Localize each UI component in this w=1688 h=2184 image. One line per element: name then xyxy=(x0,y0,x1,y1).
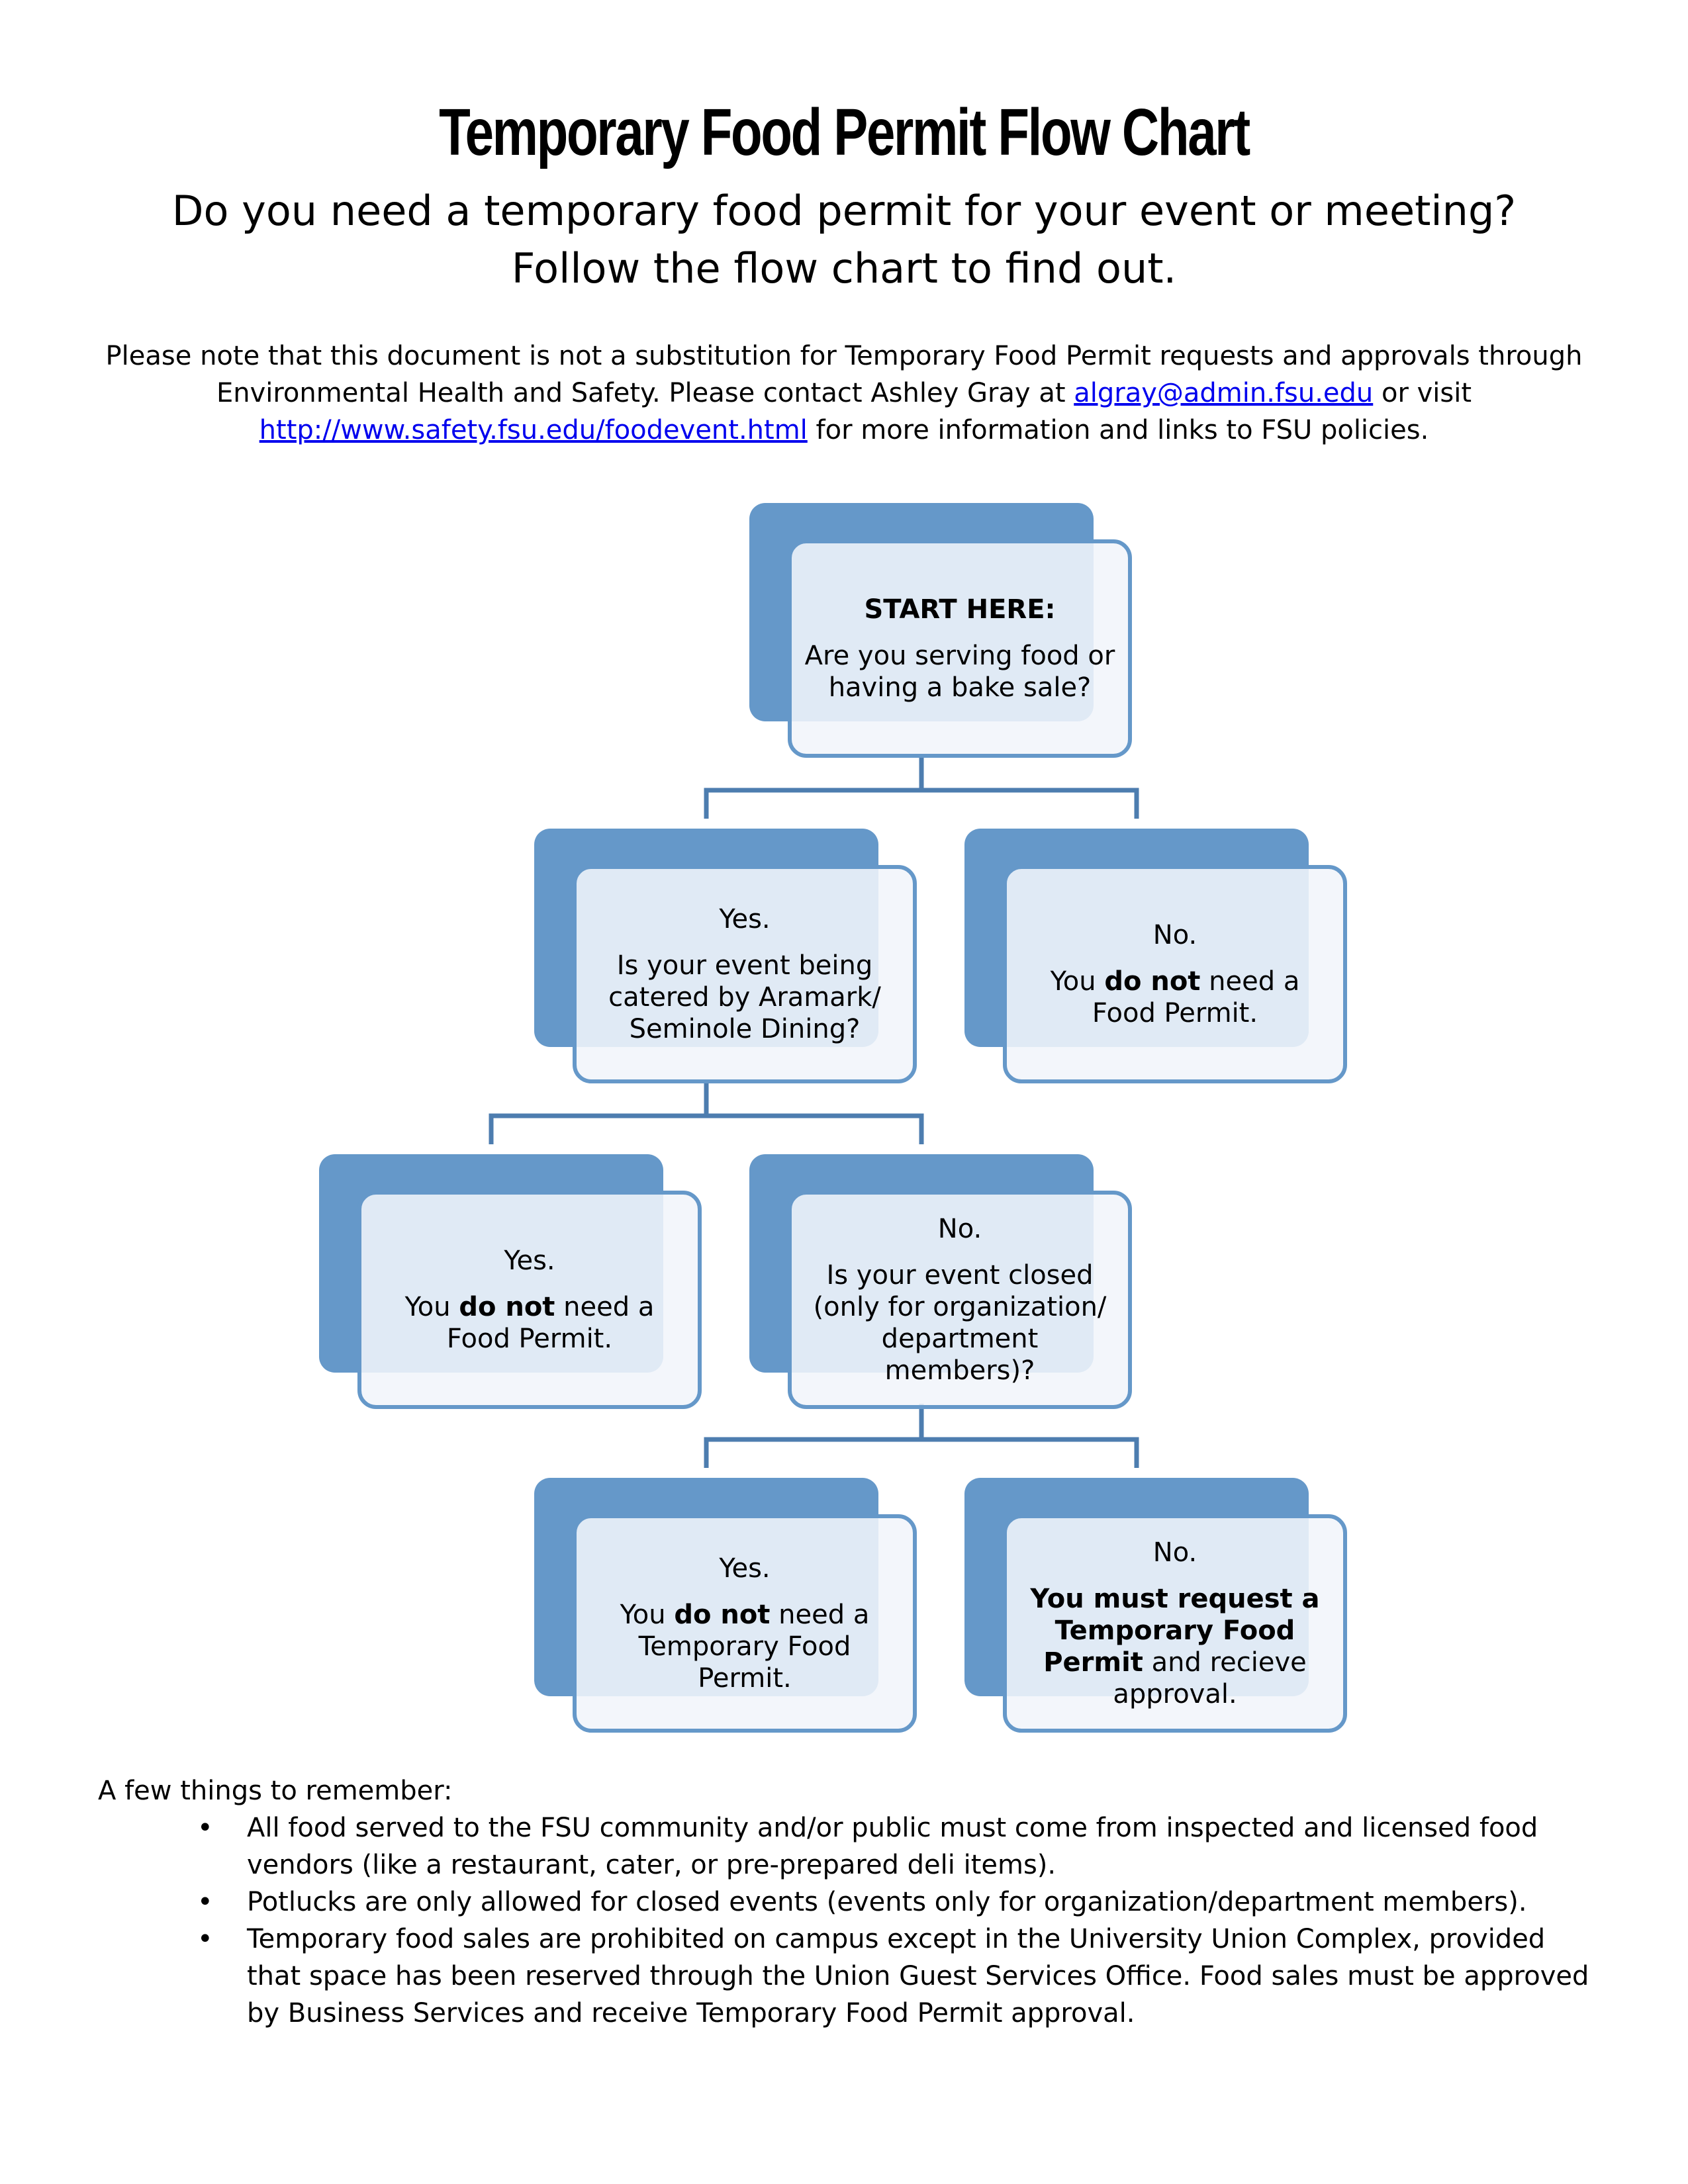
reminder-text: All food served to the FSU community and… xyxy=(247,1813,1538,1880)
page-title: Temporary Food Permit Flow Chart xyxy=(439,95,1250,169)
node-serving-no-head: No. xyxy=(1152,920,1197,950)
node-start-box xyxy=(788,539,1132,758)
subtitle-line-2: Follow the flow chart to find out. xyxy=(511,244,1177,293)
node-catered-yes-bold: do not xyxy=(459,1292,555,1322)
bullet-icon: • xyxy=(197,1813,213,1843)
node-catered-yes-post: need a Food Permit. xyxy=(446,1292,655,1354)
note-text-1: Please note that this document is not a … xyxy=(105,341,1583,408)
node-start-head: START HERE: xyxy=(864,594,1056,625)
node-start-content: START HERE: Are you serving food or havi… xyxy=(788,539,1132,758)
reminder-text: Potlucks are only allowed for closed eve… xyxy=(247,1887,1527,1917)
node-closed-no-box xyxy=(1003,1514,1347,1733)
node-serving-no-box xyxy=(1003,865,1347,1083)
node-start: START HERE: Are you serving food or havi… xyxy=(749,503,1132,758)
reminders-heading: A few things to remember: xyxy=(98,1776,453,1806)
note-text-2: or visit xyxy=(1381,378,1472,408)
reminders-list: • All food served to the FSU community an… xyxy=(98,1809,1607,2032)
node-catered-no-box xyxy=(788,1191,1132,1409)
node-closed-no-bold: You must request a Temporary Food Permit xyxy=(1030,1584,1320,1678)
connector-catered-no xyxy=(704,1404,1139,1468)
node-serving-yes-box xyxy=(573,865,917,1083)
connector-serving-yes xyxy=(489,1080,924,1144)
node-closed-yes-head: Yes. xyxy=(719,1553,771,1584)
node-serving-no-body: You do not need a Food Permit. xyxy=(1019,966,1331,1029)
reminder-text: Temporary food sales are prohibited on c… xyxy=(247,1924,1589,2028)
node-serving-no-content: No. You do not need a Food Permit. xyxy=(1003,865,1347,1083)
reminder-item: • Potlucks are only allowed for closed ev… xyxy=(197,1884,1607,1921)
disclaimer-note: Please note that this document is not a … xyxy=(99,338,1589,449)
node-closed-yes: Yes. You do not need a Temporary Food Pe… xyxy=(534,1478,917,1733)
node-catered-yes-content: Yes. You do not need a Food Permit. xyxy=(357,1191,702,1409)
node-closed-yes-post: need a Temporary Food Permit. xyxy=(638,1600,870,1694)
node-closed-yes-box xyxy=(573,1514,917,1733)
node-serving-no-pre: You xyxy=(1050,966,1105,997)
note-text-3: for more information and links to FSU po… xyxy=(816,415,1429,445)
reminders-section: A few things to remember: • All food serv… xyxy=(98,1772,1607,2032)
foodevent-url-link[interactable]: http://www.safety.fsu.edu/foodevent.html xyxy=(259,415,808,445)
node-catered-no-body: Is your event closed (only for organizat… xyxy=(813,1260,1107,1386)
bullet-icon: • xyxy=(197,1924,213,1954)
node-closed-yes-bold: do not xyxy=(674,1600,771,1630)
reminder-item: • All food served to the FSU community an… xyxy=(197,1809,1607,1884)
node-catered-yes-pre: You xyxy=(404,1292,459,1322)
node-catered-yes: Yes. You do not need a Food Permit. xyxy=(319,1154,702,1409)
node-serving-no-bold: do not xyxy=(1104,966,1201,997)
node-start-body: Are you serving food or having a bake sa… xyxy=(804,641,1115,703)
node-serving-yes-content: Yes. Is your event being catered by Aram… xyxy=(573,865,917,1083)
node-serving-no: No. You do not need a Food Permit. xyxy=(964,829,1347,1083)
node-catered-no-content: No. Is your event closed (only for organ… xyxy=(788,1191,1132,1409)
bullet-icon: • xyxy=(197,1887,213,1917)
node-closed-yes-content: Yes. You do not need a Temporary Food Pe… xyxy=(573,1514,917,1733)
email-link[interactable]: algray@admin.fsu.edu xyxy=(1074,378,1374,408)
node-closed-no-body: You must request a Temporary Food Permit… xyxy=(1019,1583,1331,1710)
node-serving-yes-head: Yes. xyxy=(719,904,771,934)
reminder-item: • Temporary food sales are prohibited on … xyxy=(197,1921,1607,2032)
node-serving-no-post: need a Food Permit. xyxy=(1092,966,1300,1028)
node-catered-yes-body: You do not need a Food Permit. xyxy=(373,1291,686,1355)
node-closed-yes-body: You do not need a Temporary Food Permit. xyxy=(588,1599,901,1694)
node-catered-no: No. Is your event closed (only for organ… xyxy=(749,1154,1132,1409)
node-closed-no: No. You must request a Temporary Food Pe… xyxy=(964,1478,1347,1733)
connector-start xyxy=(704,754,1139,819)
node-catered-no-head: No. xyxy=(937,1214,982,1244)
node-closed-no-head: No. xyxy=(1152,1537,1197,1568)
node-serving-yes-body: Is your event being catered by Aramark/ … xyxy=(608,950,881,1044)
node-closed-no-content: No. You must request a Temporary Food Pe… xyxy=(1003,1514,1347,1733)
node-closed-no-post: and recieve approval. xyxy=(1113,1647,1307,1709)
node-catered-yes-head: Yes. xyxy=(504,1246,555,1276)
subtitle-line-1: Do you need a temporary food permit for … xyxy=(171,187,1517,235)
node-catered-yes-box xyxy=(357,1191,702,1409)
node-closed-yes-pre: You xyxy=(620,1600,675,1630)
node-serving-yes: Yes. Is your event being catered by Aram… xyxy=(534,829,917,1083)
